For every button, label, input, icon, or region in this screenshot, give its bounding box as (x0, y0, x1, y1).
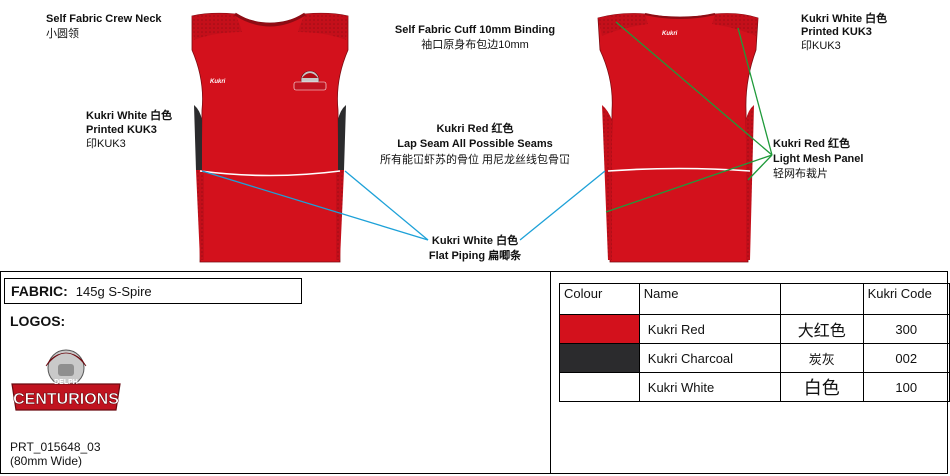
colour-table-header: Colour Name Kukri Code (559, 283, 950, 315)
header-colour: Colour (559, 283, 640, 315)
note-white-right-3: 印KUK3 (801, 40, 841, 52)
fabric-label: FABRIC: (11, 283, 68, 299)
note-piping-2: Flat Piping 扁唧条 (428, 250, 522, 262)
logo-top-text: DELPH (54, 379, 78, 386)
front-chest-logo (293, 70, 327, 91)
centurions-logo: DELPH CENTURIONS (11, 349, 121, 411)
piping-leader-right (519, 170, 606, 241)
colour-name-cn: 白色 (779, 372, 864, 402)
header-name: Name (638, 283, 781, 315)
note-red-seams-3: 所有能冚虾苏的骨位 用尼龙丝线包骨冚 (379, 154, 571, 166)
fabric-box: FABRIC: 145g S-Spire (4, 278, 302, 304)
colour-table: Colour Name Kukri Code Kukri Red 大红色 300… (559, 283, 950, 402)
logo-code-line2: (80mm Wide) (10, 454, 83, 468)
header-blank (779, 283, 864, 315)
mesh-leader-2 (737, 27, 773, 156)
back-right-side-mesh (746, 105, 754, 260)
note-red-seams-2: Lap Seam All Possible Seams (397, 138, 553, 150)
back-neck (644, 13, 716, 19)
mesh-leader-1 (615, 21, 773, 156)
callout-lines (201, 21, 773, 241)
swatch-white (559, 372, 640, 402)
front-right-shoulder-mesh (298, 13, 348, 41)
colour-name-cn: 大红色 (779, 314, 864, 344)
note-white-right-2: Printed KUK3 (801, 26, 872, 38)
table-row: Kukri Red 大红色 300 (559, 314, 950, 344)
logo-code: PRT_015648_03 (80mm Wide) (10, 440, 101, 468)
swatch-charcoal (559, 343, 640, 373)
back-left-side-mesh (602, 105, 612, 260)
colour-name: Kukri Red (638, 314, 781, 344)
note-white-right-1: Kukri White 白色 (801, 13, 888, 25)
front-garment: Kukri (191, 12, 349, 263)
spec-panel-divider (550, 271, 551, 474)
note-cuff-cn: 袖口原身布包边10mm (421, 39, 529, 51)
note-crew-neck-cn: 小圆领 (46, 28, 79, 40)
logos-label: LOGOS: (10, 313, 66, 329)
note-white-left-3: 印KUK3 (86, 138, 126, 150)
mesh-leader-4 (747, 154, 773, 181)
back-brand: Kukri (662, 31, 678, 37)
colour-code: 100 (862, 372, 950, 402)
note-white-left-2: Printed KUK3 (86, 124, 157, 136)
note-white-left-1: Kukri White 白色 (86, 110, 173, 122)
fabric-value: 145g S-Spire (75, 284, 152, 299)
front-left-shoulder-mesh (192, 13, 242, 41)
logo-main-text: CENTURIONS (13, 391, 119, 408)
front-left-side-charcoal (194, 105, 202, 170)
front-right-side-mesh (336, 170, 344, 260)
note-mesh-1: Kukri Red 红色 (773, 138, 851, 150)
colour-code: 300 (862, 314, 950, 344)
piping-leader-left-1 (201, 170, 429, 241)
note-cuff-en: Self Fabric Cuff 10mm Binding (394, 24, 556, 36)
back-garment: Kukri (597, 13, 759, 263)
note-mesh-3: 轻网布裁片 (773, 168, 828, 180)
front-right-side-charcoal (338, 105, 346, 170)
front-piping (199, 170, 341, 177)
back-piping (607, 167, 751, 172)
back-right-shoulder-mesh (712, 13, 758, 36)
swatch-red (559, 314, 640, 344)
front-collar (234, 12, 306, 27)
header-kukri-code: Kukri Code (862, 283, 950, 315)
logo-code-line1: PRT_015648_03 (10, 440, 101, 454)
colour-name: Kukri White (638, 372, 781, 402)
table-row: Kukri Charcoal 炭灰 002 (559, 343, 950, 373)
note-red-seams-1: Kukri Red 红色 (436, 123, 514, 135)
note-piping-1: Kukri White 白色 (431, 235, 519, 247)
mesh-leader-3 (605, 154, 773, 213)
note-mesh-2: Light Mesh Panel (773, 153, 864, 165)
back-left-shoulder-mesh (598, 13, 648, 36)
front-left-side-mesh (196, 170, 204, 260)
colour-name-cn: 炭灰 (779, 343, 864, 373)
colour-code: 002 (862, 343, 950, 373)
front-brand: Kukri (210, 79, 226, 85)
table-row: Kukri White 白色 100 (559, 372, 950, 402)
colour-name: Kukri Charcoal (638, 343, 781, 373)
piping-leader-left-2 (344, 170, 429, 241)
note-crew-neck-en: Self Fabric Crew Neck (46, 13, 162, 25)
